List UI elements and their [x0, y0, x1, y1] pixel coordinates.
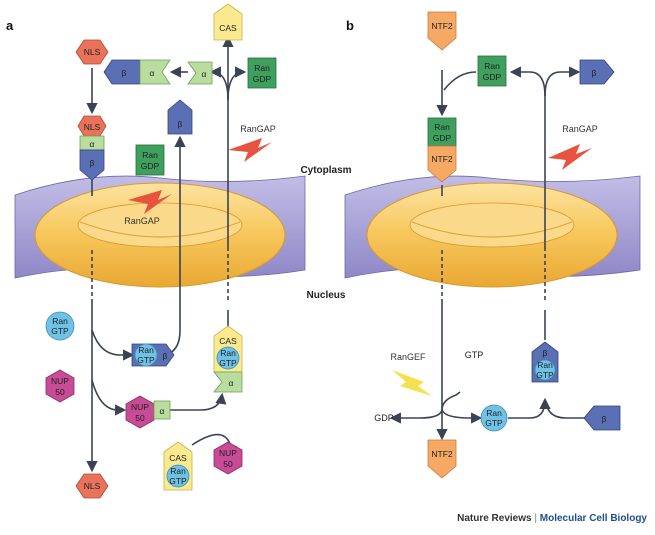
fifty-left-label: 50 — [55, 387, 65, 397]
nls-top: NLS — [75, 39, 109, 65]
ran-gdp-top-right: Ran GDP — [247, 57, 277, 89]
pathway-arrows-a — [86, 35, 247, 473]
complex-ran-label: Ran — [138, 345, 154, 355]
rangap-pore-label: RanGAP — [124, 216, 160, 226]
ran-gtp-beta-complex: Ran GTP β — [131, 343, 175, 367]
beta-b-top: β — [579, 59, 615, 85]
credit-publisher: Nature Reviews — [457, 513, 532, 524]
ran-gdp-ntf2-complex: Ran GDP NTF2 — [427, 117, 457, 183]
credit-journal: Molecular Cell Biology — [539, 513, 647, 524]
cas-bottom-label: CAS — [169, 453, 187, 463]
cas-top: CAS — [213, 3, 243, 41]
beta-b-bottom-label: β — [602, 414, 607, 424]
gdp-free-label: GDP — [374, 413, 394, 423]
cas-top-label: CAS — [219, 23, 237, 33]
panel-a-letter: a — [6, 18, 14, 33]
alpha-nup-label: α — [160, 406, 165, 416]
nup50-left: NUP 50 — [45, 369, 75, 403]
panel-b-letter: b — [346, 18, 354, 33]
beta-complex-ran: Ran — [537, 360, 553, 370]
gdp-mid-label: GDP — [141, 161, 160, 171]
nls-bottom: NLS — [75, 473, 109, 499]
beta-alpha-complex-top: β α — [103, 59, 171, 85]
nls-bottom-label: NLS — [84, 481, 101, 491]
nup50-alpha-complex: NUP 50 α — [125, 395, 171, 429]
nup-left-label: NUP — [51, 376, 69, 386]
nuclear-pore-a — [34, 182, 286, 288]
cas-ran-label: Ran — [220, 348, 236, 358]
pathway-arrows-b — [389, 66, 590, 441]
alpha-label-top: α — [150, 68, 155, 78]
gdp-label: GDP — [253, 74, 272, 84]
nuclear-pore-b — [366, 182, 618, 288]
complex-beta-label: β — [163, 351, 168, 361]
rangap-cyto-label: RanGAP — [240, 124, 276, 134]
ntf2-top: NTF2 — [427, 11, 457, 51]
cas-gtp-label: GTP — [219, 358, 237, 368]
ntf2-bottom-label: NTF2 — [431, 449, 453, 459]
ran-gdp-mid: Ran GDP — [135, 144, 165, 176]
beta-complex-beta: β — [543, 348, 548, 358]
ran-complex-b: Ran — [434, 122, 450, 132]
beta-complex-gtp: GTP — [536, 370, 554, 380]
nucleus-label: Nucleus — [307, 290, 346, 301]
beta-b-bottom: β — [583, 405, 621, 431]
alpha-complex-label: α — [90, 139, 95, 149]
gtp-free-label: GTP — [465, 350, 484, 360]
credit-line: Nature Reviews | Molecular Cell Biology — [457, 513, 647, 524]
ran-gtp-nucleus: Ran GTP — [45, 311, 75, 341]
ntf2-complex-label: NTF2 — [431, 154, 453, 164]
beta-free-label: β — [178, 119, 183, 129]
beta-ran-gtp-complex-b: Ran GTP β — [531, 341, 559, 383]
cas-alpha-label: α — [229, 378, 234, 388]
alpha-free-top: α — [187, 61, 213, 85]
fifty-complex-label: 50 — [135, 413, 145, 423]
ran-b-top: Ran — [484, 61, 500, 71]
beta-free-mid: β — [167, 99, 193, 135]
ran-gtp-b-gtp: GTP — [485, 418, 503, 428]
nup-complex-label: NUP — [131, 402, 149, 412]
cas-bottom-gtp: GTP — [169, 476, 187, 486]
beta-complex-label: β — [90, 158, 95, 168]
rangef-b: RanGEF — [390, 352, 432, 396]
rangap-b: RanGAP — [548, 124, 598, 170]
ran-gtp-b-ran: Ran — [486, 408, 502, 418]
cas-bottom-ran: Ran — [170, 466, 186, 476]
ran-gtp-b: Ran GTP — [480, 404, 508, 432]
rangap-b-label: RanGAP — [562, 124, 598, 134]
beta-label-top: β — [122, 68, 127, 78]
rangap-cyto-a: RanGAP — [228, 124, 276, 162]
gdp-complex-b: GDP — [433, 133, 452, 143]
nls-alpha-beta-complex: NLS α β — [77, 115, 107, 181]
nls-top-label: NLS — [84, 47, 101, 57]
panel-b: b — [344, 11, 641, 479]
cas-ran-gtp-bottom: CAS Ran GTP — [163, 441, 193, 491]
cytoplasm-label: Cytoplasm — [300, 165, 351, 176]
ran-gdp-b-top: Ran GDP — [477, 55, 507, 87]
ntf2-bottom: NTF2 — [427, 439, 457, 479]
rangap-pore-a: RanGAP — [124, 190, 172, 226]
nls-complex-label: NLS — [84, 122, 101, 132]
beta-b-top-label: β — [592, 68, 597, 78]
nup50-bottom: NUP 50 — [213, 441, 243, 475]
nup-bottom-label: NUP — [219, 448, 237, 458]
alpha-free-label: α — [202, 69, 207, 79]
ran-label: Ran — [254, 63, 270, 73]
ran-gtp-gtp: GTP — [51, 326, 69, 336]
cas-ran-alpha-complex: CAS Ran GTP α — [213, 325, 243, 393]
credit-separator: | — [534, 513, 537, 524]
ran-gtp-ran: Ran — [52, 316, 68, 326]
fifty-bottom-label: 50 — [223, 459, 233, 469]
ran-mid-label: Ran — [142, 150, 158, 160]
panel-a: a — [6, 3, 306, 499]
complex-gtp-label: GTP — [137, 355, 155, 365]
cas-complex-label: CAS — [219, 336, 237, 346]
gdp-b-top: GDP — [483, 72, 502, 82]
ntf2-top-label: NTF2 — [431, 21, 453, 31]
rangef-label: RanGEF — [390, 352, 426, 362]
